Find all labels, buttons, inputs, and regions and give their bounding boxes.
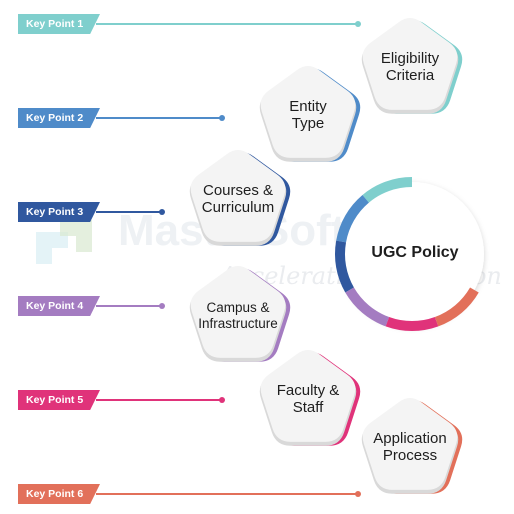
criterion-5-pentagon: Faculty &Staff	[248, 340, 368, 456]
pentagon-icon	[259, 66, 361, 162]
key-point-2-label: Key Point 2	[26, 112, 84, 124]
criterion-4-line2: Infrastructure	[198, 316, 278, 331]
key-point-1-tag: Key Point 1	[18, 14, 100, 34]
ring-segment-2	[336, 194, 370, 243]
key-point-6-label: Key Point 6	[26, 488, 84, 500]
ring-segment-6	[434, 287, 479, 327]
key-point-5-label: Key Point 5	[26, 394, 84, 406]
key-point-5-dot	[219, 397, 225, 403]
key-point-3-connector	[96, 211, 162, 213]
ring-segment-1	[362, 176, 413, 203]
criterion-1-line2: Criteria	[385, 67, 435, 84]
key-point-6-tag: Key Point 6	[18, 484, 100, 504]
watermark-logo-icon	[30, 212, 110, 277]
pentagon-face	[362, 398, 458, 490]
key-point-4-connector	[96, 305, 162, 307]
key-point-6-dot	[355, 491, 361, 497]
criterion-2-line1: Entity	[289, 98, 327, 115]
criterion-1-line1: Eligibility	[380, 50, 440, 67]
criterion-6-line1: Application	[373, 430, 447, 447]
criterion-2-line2: Type	[291, 115, 325, 132]
criterion-4-pentagon: Campus &Infrastructure	[178, 256, 298, 372]
key-point-3-label: Key Point 3	[26, 206, 84, 218]
key-point-5-tag: Key Point 5	[18, 390, 100, 410]
key-point-1-connector	[96, 23, 358, 25]
pentagon-face	[362, 18, 458, 110]
key-point-4-dot	[159, 303, 165, 309]
pentagon-face	[190, 150, 286, 242]
criterion-5-line1: Faculty &	[276, 382, 340, 399]
key-point-4-label: Key Point 4	[26, 300, 84, 312]
pentagon-icon	[361, 18, 463, 114]
criterion-3-pentagon: Courses &Curriculum	[178, 140, 298, 256]
key-point-1-dot	[355, 21, 361, 27]
key-point-3-dot	[159, 209, 165, 215]
criterion-6-line2: Process	[382, 447, 438, 464]
key-point-5-connector	[96, 399, 222, 401]
pentagon-icon	[259, 350, 361, 446]
criterion-4-line1: Campus &	[206, 300, 270, 315]
key-point-1-label: Key Point 1	[26, 18, 84, 30]
key-point-2-dot	[219, 115, 225, 121]
pentagon-icon	[189, 266, 291, 362]
criterion-5-line2: Staff	[292, 399, 324, 416]
ring-segment-4	[345, 287, 390, 327]
key-point-3-tag: Key Point 3	[18, 202, 100, 222]
pentagon-face	[260, 350, 356, 442]
center-title: UGC Policy	[371, 244, 459, 261]
criterion-3-line1: Courses &	[202, 182, 274, 199]
pentagon-face	[260, 66, 356, 158]
key-point-4-tag: Key Point 4	[18, 296, 100, 316]
pentagon-face	[190, 266, 286, 358]
pentagon-icon	[189, 150, 291, 246]
pentagon-icon	[361, 398, 463, 494]
criterion-3-line2: Curriculum	[201, 199, 275, 216]
key-point-6-connector	[96, 493, 358, 495]
ring-segment-5	[385, 316, 439, 332]
ugc-policy-ring	[334, 176, 484, 332]
key-point-2-tag: Key Point 2	[18, 108, 100, 128]
key-point-2-connector	[96, 117, 222, 119]
ring-segment-3	[334, 240, 355, 293]
